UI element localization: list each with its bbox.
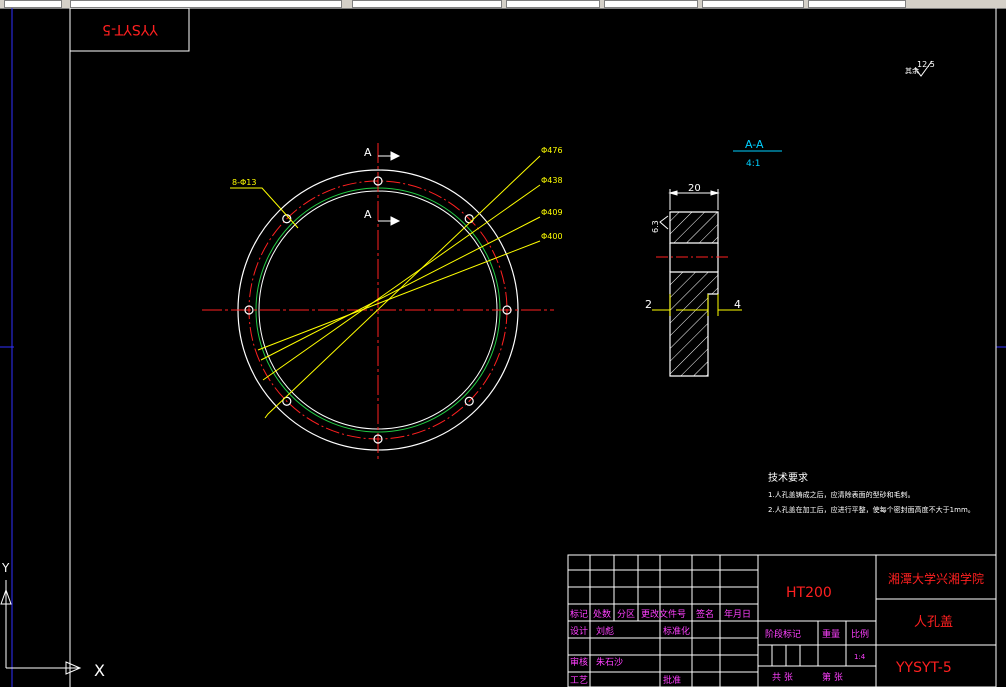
title-block xyxy=(567,554,997,687)
school-text: 湘潭大学兴湘学院 xyxy=(888,571,984,586)
hole-callout-leader xyxy=(230,187,299,229)
dim-width xyxy=(668,189,720,210)
bolt-hole xyxy=(282,396,292,406)
tech-req-title: 技术要求 xyxy=(768,471,808,484)
bolt-hole xyxy=(373,176,383,186)
hdr-zone: 分区 xyxy=(617,609,635,620)
part-name-text: 人孔盖 xyxy=(914,615,953,630)
section-cut-marks xyxy=(378,151,401,226)
hdr-count: 处数 xyxy=(593,608,611,620)
dim-left-text: 2 xyxy=(645,298,652,311)
color-dropdown[interactable] xyxy=(702,0,804,8)
diameter-476: Φ476 xyxy=(541,146,563,155)
dim-right-text: 4 xyxy=(734,298,741,311)
section-scale: 4:1 xyxy=(746,159,760,169)
roughness-note-value: 12.5 xyxy=(917,60,935,69)
stage-label: 阶段标记 xyxy=(765,628,801,640)
bolt-hole xyxy=(244,305,254,315)
stamp-box xyxy=(69,8,190,52)
front-view: A A 8-Φ13 Φ476 Φ438 Φ409 Φ400 xyxy=(202,143,563,462)
diameter-leaders xyxy=(257,155,541,419)
bolt-hole xyxy=(502,305,512,315)
style-dropdown[interactable] xyxy=(808,0,906,8)
title-block-headers: 标记 处数 分区 更改文件号 签名 年月日 设计 刘彪 标准化 审核 朱石沙 工… xyxy=(570,608,869,686)
hdr-signature: 签名 xyxy=(696,608,714,620)
diameter-400: Φ400 xyxy=(541,232,563,241)
hdr-date: 年月日 xyxy=(724,608,751,620)
section-title: A-A xyxy=(745,138,764,151)
properties-dropdown[interactable] xyxy=(70,0,342,8)
diameter-409: Φ409 xyxy=(541,208,563,217)
ucs-x-label: X xyxy=(94,661,105,680)
hdr-change-doc: 更改文件号 xyxy=(641,608,686,620)
hdr-mark: 标记 xyxy=(570,608,588,620)
section-mark-top: A xyxy=(364,146,372,159)
row-approve: 批准 xyxy=(663,674,681,686)
section-roughness-symbol xyxy=(659,215,669,230)
stamp-text: YYSYT-5 xyxy=(102,21,159,37)
section-roughness: 6.3 xyxy=(651,220,660,233)
plotstyle-dropdown[interactable] xyxy=(604,0,698,8)
tech-req-item-1: 1.人孔盖铸成之后，应清除表面的型砂和毛刺。 xyxy=(768,490,915,499)
roughness-symbol xyxy=(914,60,933,77)
layer-dropdown[interactable] xyxy=(4,0,62,8)
tech-requirements: 技术要求 1.人孔盖铸成之后，应清除表面的型砂和毛刺。 2.人孔盖在加工后，应进… xyxy=(768,471,975,514)
weight-label: 重量 xyxy=(822,628,840,640)
lineweight-dropdown[interactable] xyxy=(506,0,600,8)
ucs-icon xyxy=(0,580,82,675)
hole-callout: 8-Φ13 xyxy=(232,178,256,187)
scale-label: 比例 xyxy=(851,628,869,640)
row-design-name: 刘彪 xyxy=(596,625,614,637)
material-text: HT200 xyxy=(786,585,832,601)
bolt-hole xyxy=(373,434,383,444)
cad-toolbar[interactable] xyxy=(0,0,1006,9)
frame-border xyxy=(69,8,997,687)
bolt-hole xyxy=(282,214,292,224)
section-view: A-A 4:1 20 xyxy=(645,138,782,377)
dim-steps xyxy=(652,294,742,316)
roughness-note-label: 其余 xyxy=(905,66,919,75)
row-design-role: 设计 xyxy=(570,625,588,637)
dim-width-text: 20 xyxy=(688,183,701,194)
row-review-name: 朱石沙 xyxy=(596,656,623,668)
ucs-y-label: Y xyxy=(1,561,10,575)
linetype-dropdown[interactable] xyxy=(352,0,502,8)
scale-value: 1:4 xyxy=(854,653,866,661)
tech-req-item-2: 2.人孔盖在加工后，应进行平整，使每个密封面高度不大于1mm。 xyxy=(768,505,975,514)
drawing-canvas[interactable]: YYSYT-5 X Y 其余 12.5 xyxy=(0,8,1006,687)
bolt-hole xyxy=(464,396,474,406)
drawing-no-text: YYSYT-5 xyxy=(895,660,952,676)
sheets-total: 共 张 xyxy=(772,672,793,683)
sheet-no: 第 张 xyxy=(822,671,843,683)
sheet-border xyxy=(0,8,1006,687)
diameter-438: Φ438 xyxy=(541,176,563,185)
row-review-role: 审核 xyxy=(570,656,588,668)
section-mark-bottom: A xyxy=(364,208,372,221)
row-design-std: 标准化 xyxy=(663,625,690,637)
section-body xyxy=(669,211,719,377)
row-process-role: 工艺 xyxy=(570,675,588,686)
